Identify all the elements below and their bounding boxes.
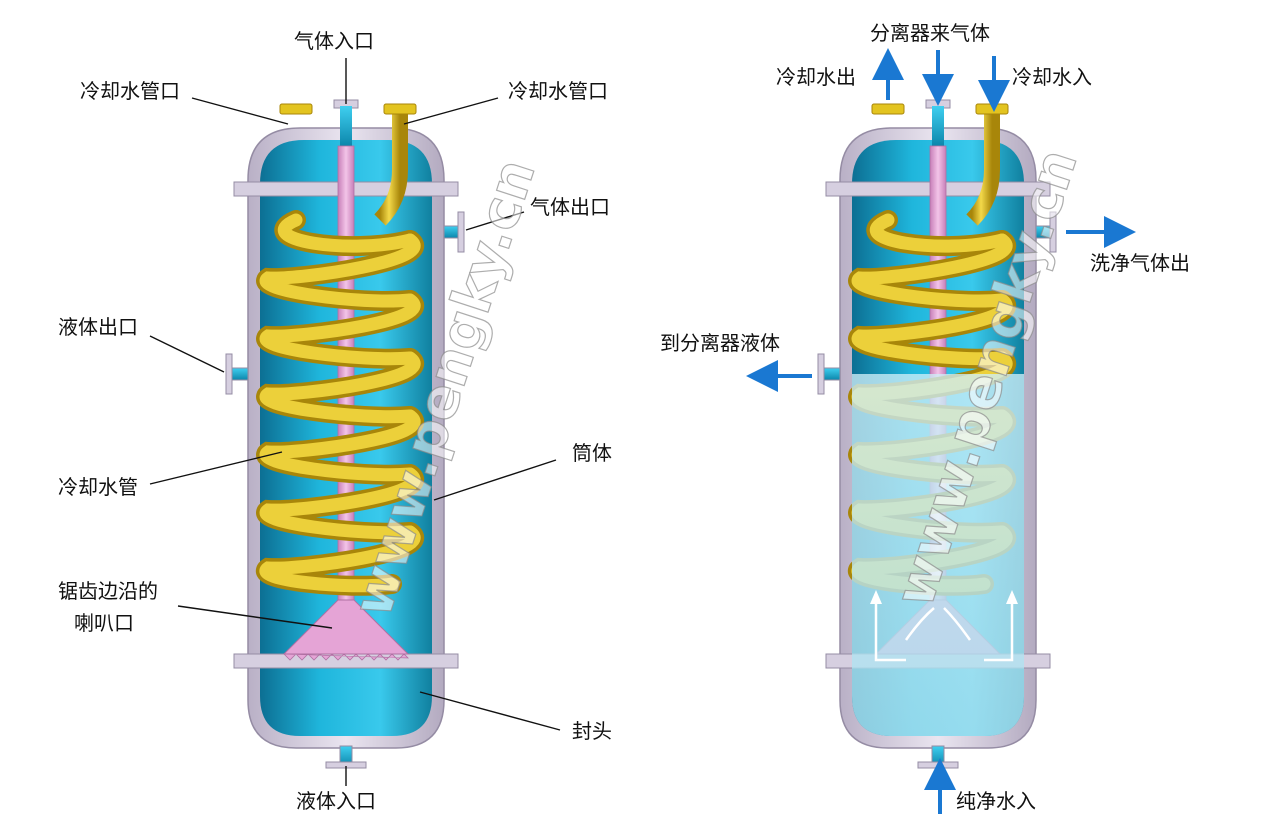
label-cooling-pipe-port-left: 冷却水管口 <box>80 79 180 103</box>
label-horn-line2: 喇叭口 <box>74 611 134 635</box>
left-vessel <box>225 99 465 769</box>
label-cooling-pipe-port-right: 冷却水管口 <box>508 79 608 103</box>
label-gas-outlet: 气体出口 <box>530 195 610 219</box>
flow-arrows <box>746 48 1136 814</box>
label-liquid-inlet: 液体入口 <box>296 789 376 813</box>
water-level <box>852 374 1024 736</box>
label-cooling-pipe: 冷却水管 <box>58 475 138 499</box>
label-cooling-water-out: 冷却水出 <box>776 65 856 89</box>
label-liquid-outlet: 液体出口 <box>58 315 138 339</box>
label-shell: 筒体 <box>572 441 612 465</box>
label-gas-from-separator: 分离器来气体 <box>870 21 990 45</box>
label-horn-line1: 锯齿边沿的 <box>58 579 158 603</box>
label-pure-water-in: 纯净水入 <box>956 789 1036 813</box>
right-vessel <box>817 99 1057 769</box>
label-clean-gas-out: 洗净气体出 <box>1090 251 1190 275</box>
label-cooling-water-in: 冷却水入 <box>1012 65 1092 89</box>
label-liquid-to-separator: 到分离器液体 <box>660 331 780 355</box>
label-gas-inlet: 气体入口 <box>294 29 374 53</box>
label-head: 封头 <box>572 719 612 743</box>
leader-lines <box>149 58 561 786</box>
